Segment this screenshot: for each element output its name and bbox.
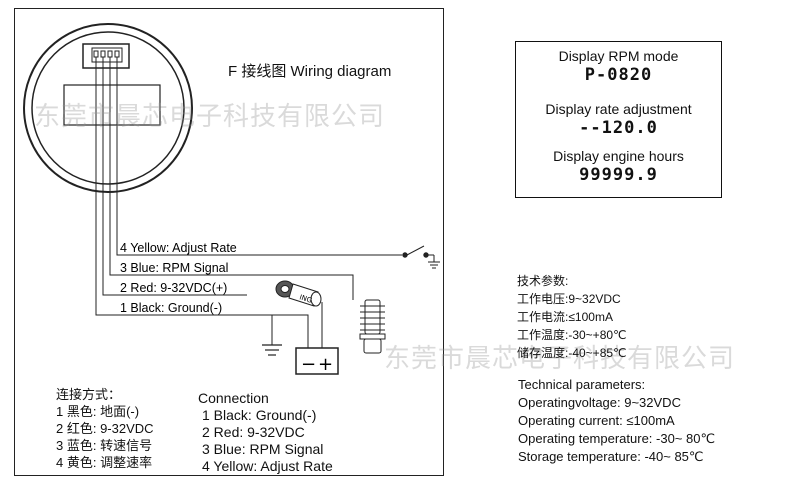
wire-label-blue: 3 Blue: RPM Signal [120, 261, 228, 275]
wiring-diagram-frame [14, 8, 444, 476]
connection-en-item: 1 Black: Ground(-) [202, 407, 317, 423]
lcd-engine-hours-value: 99999.9 [579, 165, 658, 185]
connection-en-item: 3 Blue: RPM Signal [202, 441, 324, 457]
tech-en-item: Operating current: ≤100mA [518, 413, 675, 428]
wire-battery-minus [272, 314, 309, 348]
battery-plus-label: + [318, 354, 333, 375]
connection-cn-item: 4 黄色: 调整速率 [56, 455, 153, 470]
wire-blue [109, 57, 354, 300]
gauge-inner-ring [31, 31, 185, 185]
tech-en-item: Operating temperature: -30~ 80℃ [518, 431, 716, 446]
connection-cn-item: 2 红色: 9-32VDC [56, 421, 154, 436]
connector-pins [93, 50, 120, 58]
wire-label-red: 2 Red: 9-32VDC(+) [120, 281, 227, 295]
tech-cn-item: 工作电流:≤100mA [517, 310, 613, 324]
lcd-display-box: Display RPM mode P-0820 Display rate adj… [515, 41, 722, 198]
connection-en-heading: Connection [198, 390, 269, 406]
lcd-rate-adjust-label: Display rate adjustment [545, 101, 692, 117]
ignition-key [275, 280, 322, 307]
wire-label-black: 1 Black: Ground(-) [120, 301, 222, 315]
connection-en-item: 4 Yellow: Adjust Rate [202, 458, 333, 474]
lcd-rpm-mode-value: P-0820 [584, 65, 653, 85]
tech-cn-item: 工作温度:-30~+80℃ [517, 328, 627, 342]
lcd-engine-hours-label: Display engine hours [553, 148, 684, 164]
ground-symbol [262, 344, 282, 356]
tech-en-heading: Technical parameters: [518, 377, 646, 392]
connection-en-item: 2 Red: 9-32VDC [202, 424, 305, 440]
connector-inner [91, 47, 123, 63]
lcd-rpm-mode-label: Display RPM mode [558, 48, 679, 64]
tech-params-en: Technical parameters: Operatingvoltage: … [518, 376, 715, 466]
lcd-rate-adjust-value: --120.0 [579, 118, 658, 138]
ing-label: ING [298, 293, 313, 305]
tech-params-cn: 技术参数: 工作电压:9~32VDC 工作电流:≤100mA 工作温度:-30~… [517, 272, 627, 362]
tech-en-item: Storage temperature: -40~ 85℃ [518, 449, 704, 464]
wire-label-yellow: 4 Yellow: Adjust Rate [120, 241, 237, 255]
connection-cn-item: 1 黑色: 地面(-) [56, 404, 140, 419]
connection-en-list: Connection 1 Black: Ground(-) 2 Red: 9-3… [198, 390, 333, 475]
adjust-switch [402, 245, 440, 269]
gauge-display-window [63, 84, 161, 126]
rpm-sensor [359, 299, 386, 354]
wire-yellow [116, 57, 402, 256]
connection-cn-list: 连接方式： 1 黑色: 地面(-) 2 红色: 9-32VDC 3 蓝色: 转速… [56, 386, 154, 471]
gauge-outer-ring [23, 23, 193, 193]
wire-red [102, 57, 247, 296]
battery-minus-label: − [301, 354, 316, 375]
power-wires [271, 302, 323, 348]
watermark-bottom: 东莞市晨芯电子科技有限公司 [384, 344, 736, 374]
tech-cn-item: 储存温度:-40~+85℃ [517, 346, 627, 360]
diagram-title: F 接线图 Wiring diagram [228, 63, 392, 80]
connection-cn-heading: 连接方式： [56, 387, 122, 402]
tech-cn-heading: 技术参数: [517, 274, 569, 288]
tech-en-item: Operatingvoltage: 9~32VDC [518, 395, 681, 410]
connection-cn-item: 3 蓝色: 转速信号 [56, 438, 153, 453]
battery [295, 347, 339, 375]
watermark-top: 东莞市晨芯电子科技有限公司 [34, 102, 386, 132]
wire-black [95, 57, 272, 316]
wire-bundle [95, 57, 402, 316]
connector-housing [82, 43, 130, 69]
tech-cn-item: 工作电压:9~32VDC [517, 292, 621, 306]
